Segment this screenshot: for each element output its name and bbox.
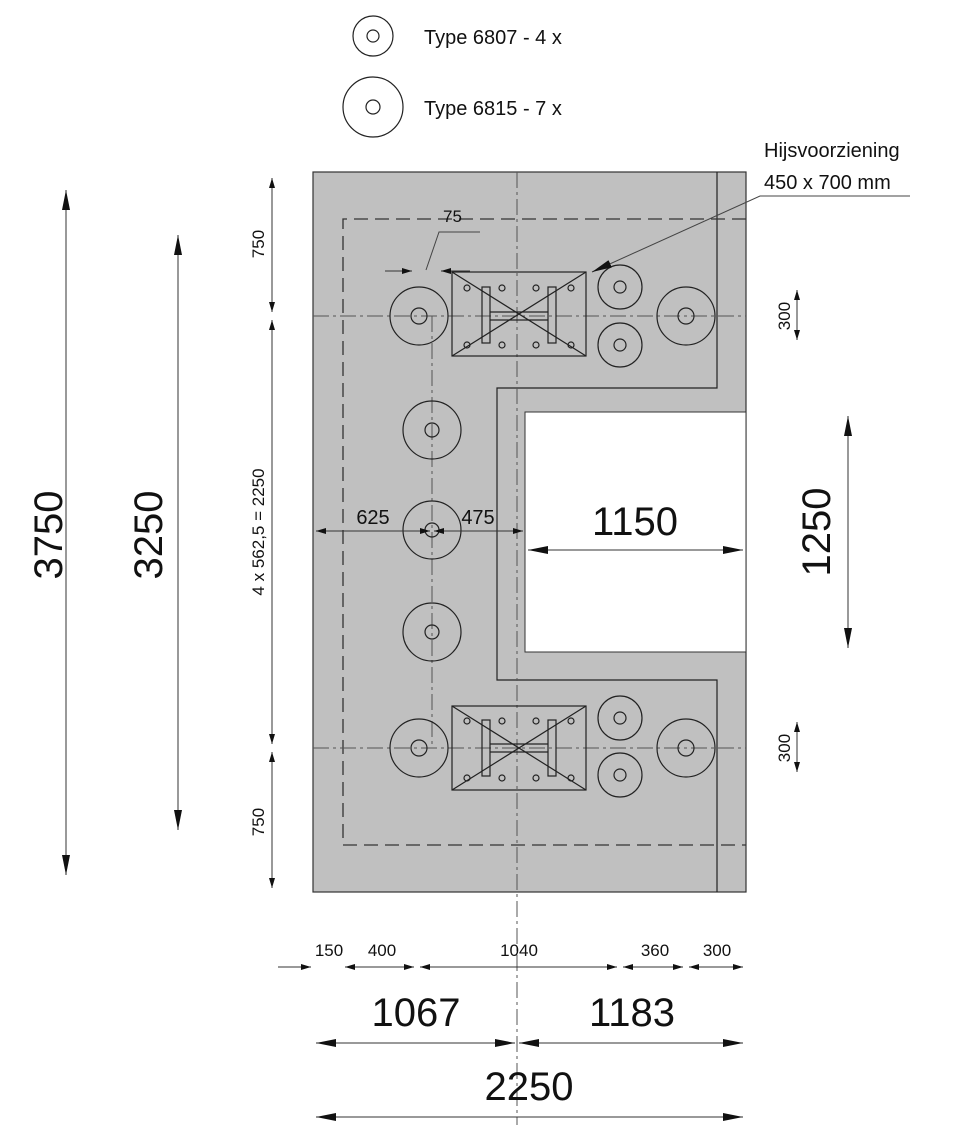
edge-outline [496,172,718,892]
opening [524,411,747,653]
plate [312,171,747,1125]
dim-label: 75 [443,207,462,226]
legend-item-type-6815: Type 6815 - 7 x [342,76,562,138]
anchors-type-6807 [597,264,643,798]
legend-item-type-6807: Type 6807 - 4 x [352,15,562,57]
dim-label: 2250 [485,1065,574,1109]
legend-label: Type 6815 - 7 x [424,98,562,120]
internal-dimensions: 625 475 1150 [316,500,743,554]
callout-size: 450 x 700 mm [764,172,891,194]
bottom-dimensions: 150 400 1040 360 300 1067 1183 2250 [278,941,743,1121]
dim-label: 750 [249,230,268,258]
dim-75: 75 [385,207,480,274]
dim-label: 1183 [589,991,675,1035]
right-dimensions: 300 1250 300 [775,290,852,772]
legend-label: Type 6807 - 4 x [424,27,562,49]
dim-label: 625 [356,507,389,529]
dim-label: 400 [368,941,396,960]
lifting-plate-bottom [451,705,587,791]
small-anchor-icon [352,15,394,57]
dim-label: 750 [249,808,268,836]
dim-label: 3250 [127,491,171,580]
left-dimensions: 3750 3250 750 4 x 562,5 = 2250 750 [27,178,275,888]
callout-title: Hijsvoorziening [764,140,900,162]
anchors-type-6815 [389,286,716,778]
dim-label: 360 [641,941,669,960]
dim-label: 4 x 562,5 = 2250 [249,468,268,595]
lifting-callout: Hijsvoorziening 450 x 700 mm [591,140,910,273]
dim-label: 475 [461,507,494,529]
dim-label: 300 [775,302,794,330]
lifting-plate-top [451,271,587,357]
dim-label: 1067 [372,991,461,1035]
dim-label: 3750 [27,491,71,580]
dim-label: 300 [775,734,794,762]
legend: Type 6807 - 4 x Type 6815 - 7 x [342,15,562,138]
dim-label: 1250 [795,488,839,577]
large-anchor-icon [342,76,404,138]
centerlines [313,172,746,1125]
dim-label: 300 [703,941,731,960]
dim-label: 150 [315,941,343,960]
dim-label: 1150 [592,500,678,544]
dim-label: 1040 [500,941,538,960]
